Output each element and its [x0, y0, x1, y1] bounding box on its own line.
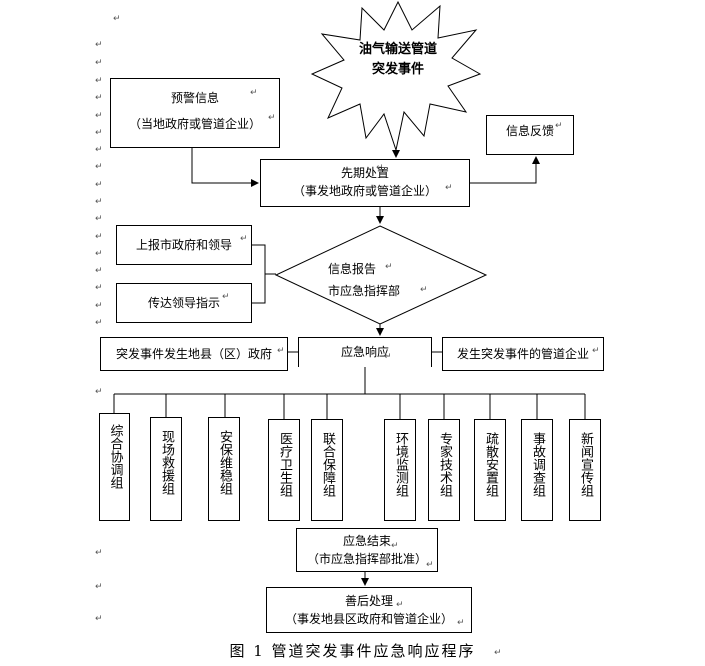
warning-info-line2: （当地政府或管道企业） — [128, 117, 261, 131]
group-box: 安保维稳组 — [208, 417, 240, 521]
emergency-end-box: 应急结束 （市应急指挥部批准） — [296, 528, 438, 572]
emergency-end-line1: 应急结束 — [342, 534, 391, 548]
paragraph-mark: ↵ — [95, 93, 103, 103]
paragraph-mark: ↵ — [95, 214, 103, 224]
paragraph-mark: ↵ — [95, 162, 103, 172]
info-feedback-label: 信息反馈 — [505, 124, 554, 138]
event-title-line1: 油气输送管道 — [358, 42, 437, 57]
paragraph-mark: ↵ — [95, 145, 103, 155]
convey-instruction-box: 传达领导指示 — [116, 283, 252, 323]
initial-disposal-line1: 先期处置 — [340, 166, 389, 180]
event-title-line2: 突发事件 — [371, 62, 424, 77]
paragraph-mark: ↵ — [95, 76, 103, 86]
group-box: 专家技术组 — [428, 419, 460, 521]
paragraph-mark: ↵ — [250, 88, 258, 98]
paragraph-mark: ↵ — [391, 541, 399, 551]
paragraph-mark: ↵ — [95, 548, 103, 558]
group-label: 安保维稳组 — [217, 430, 232, 495]
paragraph-mark: ↵ — [268, 113, 276, 123]
paragraph-mark: ↵ — [420, 285, 428, 295]
paragraph-mark: ↵ — [95, 232, 103, 242]
group-label: 医疗卫生组 — [277, 432, 292, 497]
paragraph-mark: ↵ — [592, 346, 600, 356]
paragraph-mark: ↵ — [494, 648, 502, 658]
paragraph-mark: ↵ — [555, 121, 563, 131]
paragraph-mark: ↵ — [95, 301, 103, 311]
paragraph-mark: ↵ — [95, 197, 103, 207]
paragraph-mark: ↵ — [384, 352, 392, 362]
paragraph-mark: ↵ — [95, 128, 103, 138]
group-box: 联合保障组 — [311, 419, 343, 521]
paragraph-mark: ↵ — [457, 618, 465, 628]
report-city-box: 上报市政府和领导 — [116, 225, 252, 265]
emergency-response-label: 应急响应 — [340, 345, 389, 359]
paragraph-mark: ↵ — [426, 560, 434, 570]
info-report-text: 信息报告 市应急指挥部 — [300, 258, 440, 302]
paragraph-mark: ↵ — [95, 582, 103, 592]
aftermath-line1: 善后处理 — [344, 594, 393, 608]
paragraph-mark: ↵ — [385, 262, 393, 272]
warning-info-box: 预警信息 （当地政府或管道企业） — [110, 78, 280, 148]
emergency-end-line2: （市应急指挥部批准） — [306, 552, 427, 566]
group-label: 联合保障组 — [320, 432, 335, 497]
group-label: 环境监测组 — [393, 432, 408, 497]
group-label: 疏散安置组 — [483, 432, 498, 497]
county-government-box: 突发事件发生地县（区）政府 — [100, 337, 288, 371]
group-label: 综合协调组 — [107, 424, 123, 489]
pipeline-enterprise-label: 发生突发事件的管道企业 — [456, 347, 589, 361]
convey-instruction-label: 传达领导指示 — [147, 296, 220, 310]
initial-disposal-line2: （事发地政府或管道企业） — [292, 184, 437, 198]
paragraph-mark: ↵ — [95, 614, 103, 624]
paragraph-mark: ↵ — [95, 40, 103, 50]
paragraph-mark: ↵ — [445, 183, 453, 193]
group-box: 新闻宣传组 — [569, 419, 601, 521]
group-box: 事故调查组 — [521, 419, 553, 521]
group-box: 疏散安置组 — [474, 419, 506, 521]
paragraph-mark: ↵ — [95, 387, 103, 397]
group-label: 现场救援组 — [159, 430, 174, 495]
event-title: 油气输送管道 突发事件 — [352, 40, 444, 80]
paragraph-mark: ↵ — [95, 180, 103, 190]
group-label: 专家技术组 — [437, 432, 452, 497]
paragraph-mark: ↵ — [222, 292, 230, 302]
initial-disposal-box: 先期处置 （事发地政府或管道企业） — [260, 159, 470, 207]
paragraph-mark: ↵ — [95, 249, 103, 259]
paragraph-mark: ↵ — [95, 318, 103, 328]
paragraph-mark: ↵ — [240, 234, 248, 244]
paragraph-mark: ↵ — [95, 266, 103, 276]
info-report-line2: 市应急指挥部 — [328, 284, 401, 298]
paragraph-mark: ↵ — [95, 58, 103, 68]
paragraph-mark: ↵ — [95, 283, 103, 293]
warning-info-line1: 预警信息 — [170, 91, 219, 105]
emergency-response-box: 应急响应 — [298, 337, 432, 367]
group-box: 医疗卫生组 — [268, 419, 300, 521]
group-box: 现场救援组 — [150, 417, 182, 521]
group-box: 环境监测组 — [384, 419, 416, 521]
group-label: 新闻宣传组 — [578, 432, 593, 497]
info-report-line1: 信息报告 — [328, 262, 377, 276]
paragraph-mark: ↵ — [95, 111, 103, 121]
paragraph-mark: ↵ — [113, 14, 121, 24]
paragraph-mark: ↵ — [277, 346, 285, 356]
group-label: 事故调查组 — [530, 432, 545, 497]
report-city-label: 上报市政府和领导 — [135, 238, 232, 252]
pipeline-enterprise-box: 发生突发事件的管道企业 — [442, 337, 604, 371]
figure-caption: 图 1 管道突发事件应急响应程序 — [229, 642, 476, 660]
aftermath-box: 善后处理 （事发地县区政府和管道企业） — [266, 587, 472, 633]
paragraph-mark: ↵ — [376, 163, 384, 173]
info-feedback-box: 信息反馈 — [486, 115, 574, 155]
group-box: 综合协调组 — [99, 413, 130, 521]
aftermath-line2: （事发地县区政府和管道企业） — [284, 612, 453, 626]
paragraph-mark: ↵ — [396, 600, 404, 610]
county-government-label: 突发事件发生地县（区）政府 — [115, 347, 272, 361]
